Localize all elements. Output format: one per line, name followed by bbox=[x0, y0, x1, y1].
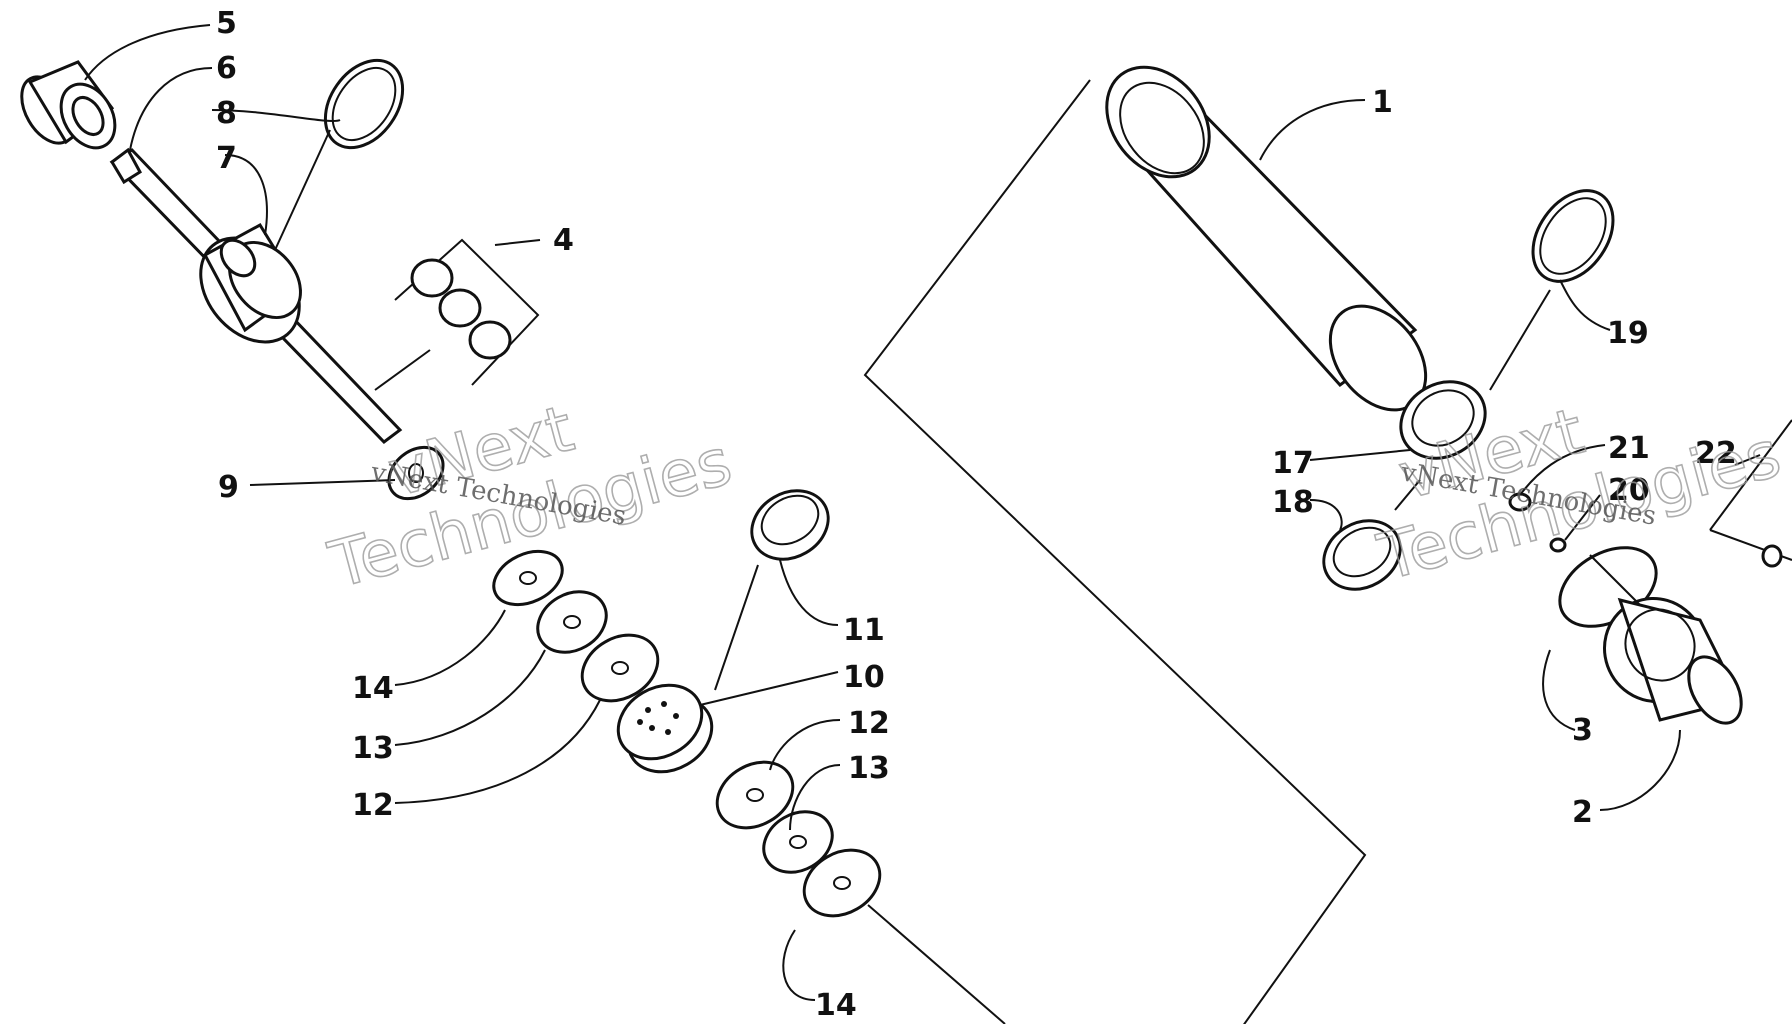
seal-20 bbox=[1549, 537, 1567, 553]
callout-1: 1 bbox=[1372, 85, 1393, 120]
callout-2: 2 bbox=[1572, 795, 1593, 830]
callout-4: 4 bbox=[553, 223, 574, 258]
callout-9: 9 bbox=[218, 470, 239, 505]
callout-5: 5 bbox=[216, 6, 237, 41]
ring-18 bbox=[1322, 519, 1402, 591]
o-ring-19 bbox=[1531, 189, 1615, 283]
o-ring-8 bbox=[323, 58, 405, 150]
callout-12-lower: 12 bbox=[848, 706, 890, 741]
callout-7: 7 bbox=[216, 141, 237, 176]
piston-10 bbox=[616, 683, 714, 774]
callout-13-upper: 13 bbox=[352, 731, 394, 766]
callout-22: 22 bbox=[1695, 436, 1737, 471]
head-17 bbox=[1399, 380, 1487, 460]
callout-20: 20 bbox=[1608, 473, 1650, 508]
callout-21: 21 bbox=[1608, 431, 1650, 466]
callout-19: 19 bbox=[1607, 316, 1649, 351]
callout-10: 10 bbox=[843, 660, 885, 695]
end-cap-2 bbox=[1602, 596, 1743, 725]
washer-13-upper bbox=[536, 590, 608, 654]
rod-eye-5 bbox=[20, 60, 117, 150]
washer-14-upper bbox=[492, 549, 564, 607]
washer-12-upper bbox=[580, 633, 660, 703]
callout-3: 3 bbox=[1572, 713, 1593, 748]
callout-17: 17 bbox=[1272, 446, 1314, 481]
washer-14-lower bbox=[802, 848, 882, 918]
callout-14-upper: 14 bbox=[352, 671, 394, 706]
gland-7 bbox=[199, 223, 303, 344]
callout-12-upper: 12 bbox=[352, 788, 394, 823]
group-frame bbox=[863, 79, 1367, 1024]
callout-18: 18 bbox=[1272, 485, 1314, 520]
washer-12-lower bbox=[715, 760, 795, 830]
callout-11: 11 bbox=[843, 613, 885, 648]
bracket-22 bbox=[1709, 419, 1792, 531]
callout-6: 6 bbox=[216, 51, 237, 86]
callout-13-lower: 13 bbox=[848, 751, 890, 786]
washer-9 bbox=[387, 445, 445, 501]
cylinder-tube-1 bbox=[1105, 65, 1428, 412]
callout-14-lower: 14 bbox=[815, 988, 857, 1023]
washer-13-lower bbox=[762, 810, 834, 874]
wear-ring-11 bbox=[750, 489, 830, 561]
seal-kit-4 bbox=[410, 258, 512, 360]
callout-8: 8 bbox=[216, 96, 237, 131]
